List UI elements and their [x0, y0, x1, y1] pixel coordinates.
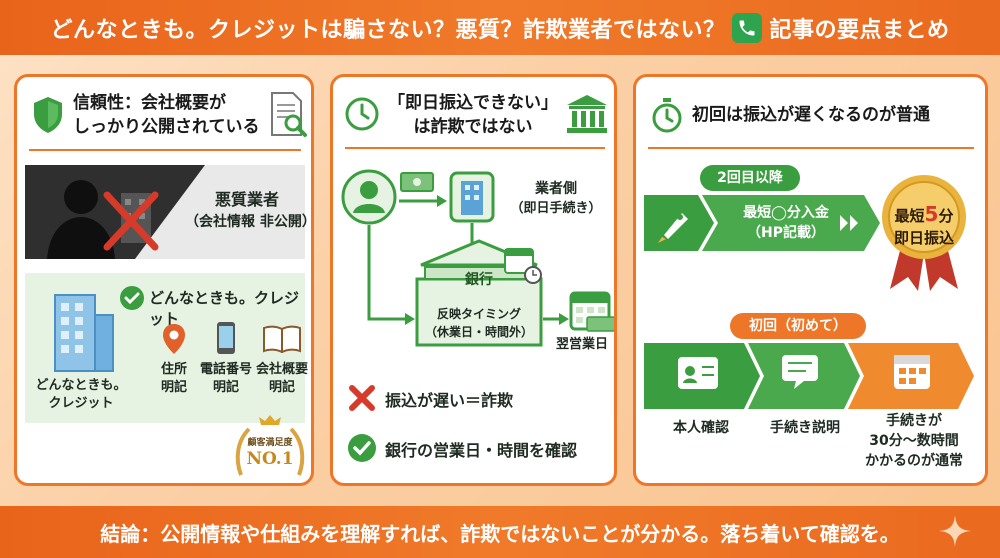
- seal-prefix: 最短: [894, 207, 925, 225]
- next-business-day: 翌営業日: [555, 337, 608, 352]
- wrong-belief: 振込が遅い＝詐欺: [385, 391, 514, 410]
- panel2-title-line1: 「即日振込できない」: [388, 93, 558, 113]
- building-icon: [54, 294, 114, 372]
- bad-operator-line1: 悪質業者: [214, 190, 279, 209]
- first-time-label: 初回（初めて）: [730, 313, 866, 339]
- panel2-divider: [345, 147, 605, 149]
- panel-credibility: 信頼性：会社概要が しっかり公開されている 悪質業者 （会社情報 非公開）: [14, 74, 314, 486]
- step-duration-line3: かかるのが通常: [865, 453, 963, 469]
- correct-advice: 銀行の営業日・時間を確認: [385, 441, 578, 460]
- sparkle-icon: [939, 515, 971, 547]
- cross-icon: [349, 385, 375, 411]
- bad-operator-line2: （会社情報 非公開）: [185, 214, 314, 230]
- item-address-line1: 住所: [160, 362, 187, 377]
- item-address: 住所 明記: [144, 361, 204, 397]
- step-duration-line1: 手続きが: [886, 413, 942, 429]
- header-banner: どんなときも。クレジットは騙さない？悪質？詐欺業者ではない？ 記事の要点まとめ: [0, 0, 1000, 55]
- panel2-title: 「即日振込できない」 は詐欺ではない: [385, 91, 561, 139]
- good-operator-name: どんなときも。クレジット: [149, 289, 300, 328]
- building-label-line2: クレジット: [48, 396, 114, 411]
- step-explanation: 手続き説明: [770, 420, 840, 436]
- document-search-icon: [271, 92, 307, 137]
- first-time-flow: [644, 343, 974, 409]
- item-company-line2: 明記: [268, 380, 295, 395]
- check-circle-icon: [348, 434, 376, 462]
- merchant-label: 業者側 （即日手続き）: [501, 179, 611, 219]
- silhouette-icon: [25, 165, 205, 259]
- transfer-flow-diagram: [341, 169, 614, 347]
- open-book-icon: [263, 325, 301, 353]
- panel1-title-line2: しっかり公開されている: [73, 117, 260, 137]
- step-duration: 手続きが 30分〜数時間 かかるのが通常: [852, 411, 976, 471]
- check-icon: [120, 286, 144, 310]
- seal-text: 最短5分 即日振込: [884, 203, 964, 249]
- step-duration-line2: 30分〜数時間: [869, 433, 959, 449]
- id-card-icon: [678, 357, 718, 389]
- clock-icon: [345, 97, 379, 131]
- bank-name: 銀行: [465, 272, 493, 288]
- bank-timing-line2: （休業日・時間外）: [424, 325, 533, 339]
- badge-top: 顧客満足度: [247, 438, 293, 448]
- seal-line2: 即日振込: [893, 229, 954, 247]
- item-company-line1: 会社概要: [255, 362, 308, 377]
- bank-timing: 反映タイミング （休業日・時間外）: [417, 305, 541, 341]
- item-address-line2: 明記: [160, 380, 187, 395]
- seal-suffix: 分: [938, 207, 954, 225]
- second-time-step: 最短◯分入金 （HP記載）: [726, 203, 846, 243]
- panel-first-transfer: 初回は振込が遅くなるのが普通 2回目以降 最短◯分入金 （HP記載） 最短5分 …: [633, 74, 988, 486]
- bank-icon: [567, 95, 607, 133]
- bad-operator-block: 悪質業者 （会社情報 非公開）: [25, 165, 311, 259]
- second-time-flow: [644, 195, 880, 251]
- phone-icon: [731, 12, 762, 43]
- header-title: どんなときも。クレジットは騙さない？悪質？詐欺業者ではない？: [50, 17, 726, 43]
- panel2-title-line2: は詐欺ではない: [413, 117, 533, 137]
- panel1-title: 信頼性：会社概要が しっかり公開されている: [73, 91, 260, 139]
- header-title-suffix: 記事の要点まとめ: [769, 17, 950, 43]
- footer-conclusion: 結論：公開情報や仕組みを理解すれば、詐欺ではないことが分かる。落ち着いて確認を。: [100, 521, 900, 546]
- satisfaction-badge: 顧客満足度 NO.1: [231, 415, 309, 483]
- step-identity: 本人確認: [673, 420, 729, 436]
- rocket-icon: [664, 213, 688, 239]
- chat-bubble-icon: [782, 355, 818, 381]
- fast-forward-icon: [840, 215, 858, 231]
- smartphone-icon: [217, 322, 235, 354]
- second-time-step-line1: 最短◯分入金: [743, 205, 829, 221]
- panel3-title: 初回は振込が遅くなるのが普通: [692, 105, 930, 125]
- second-time-label: 2回目以降: [700, 165, 800, 191]
- footer-banner: 結論：公開情報や仕組みを理解すれば、詐欺ではないことが分かる。落ち着いて確認を。: [0, 506, 1000, 558]
- panel1-title-line1: 信頼性：会社概要が: [73, 93, 226, 113]
- gold-seal-icon: [882, 175, 966, 291]
- seal-number: 5: [924, 202, 939, 226]
- merchant-label-line2: （即日手続き）: [510, 201, 602, 216]
- panel1-divider: [29, 149, 301, 151]
- building-label: どんなときも。 クレジット: [31, 377, 131, 413]
- stopwatch-icon: [652, 98, 682, 133]
- item-phone-line1: 電話番号: [199, 362, 252, 377]
- item-company: 会社概要 明記: [252, 361, 311, 397]
- laurel-badge-icon: [235, 415, 305, 476]
- panel3-divider: [648, 147, 974, 149]
- badge-main: NO.1: [246, 449, 294, 469]
- bad-operator-label: 悪質業者 （会社情報 非公開）: [185, 189, 314, 233]
- panel-same-day: 「即日振込できない」 は詐欺ではない: [330, 74, 617, 486]
- bank-timing-line1: 反映タイミング: [436, 307, 521, 321]
- merchant-label-line1: 業者側: [535, 181, 577, 197]
- good-operator-block: どんなときも。クレジット どんなときも。 クレジット 住所 明記 電話番号 明記…: [25, 273, 308, 423]
- item-phone-line2: 明記: [212, 380, 239, 395]
- location-pin-icon: [163, 324, 185, 354]
- second-time-step-line2: （HP記載）: [747, 225, 825, 241]
- item-phone: 電話番号 明記: [196, 361, 256, 397]
- shield-icon: [34, 97, 62, 133]
- building-label-line1: どんなときも。: [35, 378, 127, 393]
